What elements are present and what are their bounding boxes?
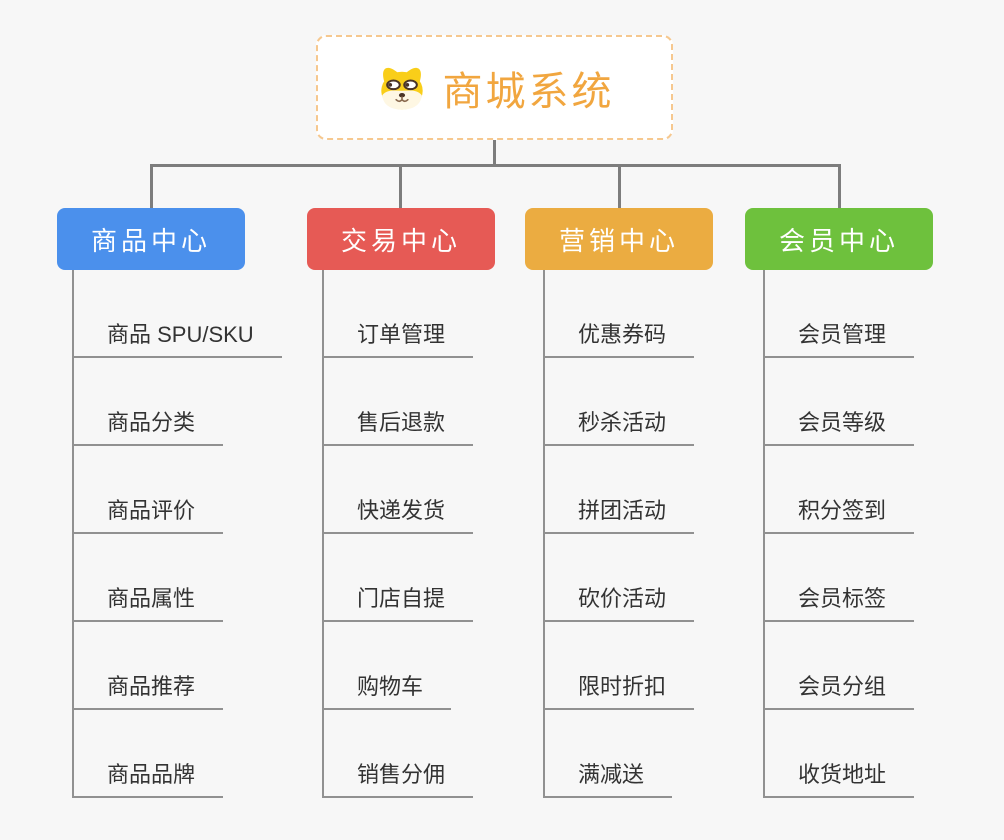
branch-node-member-center[interactable]: 会员中心 <box>745 208 933 270</box>
child-node[interactable]: 快递发货 <box>324 493 474 534</box>
child-node[interactable]: 会员分组 <box>765 669 915 710</box>
connector-rail <box>150 164 840 167</box>
child-node[interactable]: 优惠券码 <box>545 317 695 358</box>
child-node[interactable]: 拼团活动 <box>545 493 695 534</box>
child-node[interactable]: 商品品牌 <box>74 757 224 798</box>
child-node[interactable]: 满减送 <box>545 757 673 798</box>
child-node[interactable]: 商品属性 <box>74 581 224 622</box>
branch-children-trade-center: 订单管理 售后退款 快递发货 门店自提 购物车 销售分佣 <box>322 270 474 798</box>
connector-drop-marketing <box>618 164 621 208</box>
branch-children-marketing-center: 优惠券码 秒杀活动 拼团活动 砍价活动 限时折扣 满减送 <box>543 270 695 798</box>
dog-face-icon <box>380 67 423 110</box>
child-node[interactable]: 商品 SPU/SKU <box>74 317 282 358</box>
branch-children-product-center: 商品 SPU/SKU 商品分类 商品评价 商品属性 商品推荐 商品品牌 <box>72 270 282 798</box>
child-node[interactable]: 会员标签 <box>765 581 915 622</box>
child-node[interactable]: 订单管理 <box>324 317 474 358</box>
root-node-title: 商城系统 <box>442 69 615 114</box>
child-node[interactable]: 秒杀活动 <box>545 405 695 446</box>
branch-children-member-center: 会员管理 会员等级 积分签到 会员标签 会员分组 收货地址 <box>763 270 915 798</box>
child-node[interactable]: 购物车 <box>324 669 452 710</box>
connector-drop-member <box>838 164 841 208</box>
child-node[interactable]: 销售分佣 <box>324 757 474 798</box>
connector-drop-trade <box>399 164 402 208</box>
child-node[interactable]: 商品评价 <box>74 493 224 534</box>
child-node[interactable]: 售后退款 <box>324 405 474 446</box>
root-node[interactable]: 商城系统 <box>316 35 673 140</box>
branch-node-product-center[interactable]: 商品中心 <box>57 208 245 270</box>
branch-node-trade-center[interactable]: 交易中心 <box>307 208 495 270</box>
child-node[interactable]: 限时折扣 <box>545 669 695 710</box>
child-node[interactable]: 积分签到 <box>765 493 915 534</box>
child-node[interactable]: 商品分类 <box>74 405 224 446</box>
connector-root-stub <box>493 140 496 167</box>
child-node[interactable]: 会员等级 <box>765 405 915 446</box>
child-node[interactable]: 收货地址 <box>765 757 915 798</box>
child-node[interactable]: 会员管理 <box>765 317 915 358</box>
child-node[interactable]: 商品推荐 <box>74 669 224 710</box>
branch-node-marketing-center[interactable]: 营销中心 <box>525 208 713 270</box>
connector-drop-product <box>150 164 153 208</box>
child-node[interactable]: 门店自提 <box>324 581 474 622</box>
child-node[interactable]: 砍价活动 <box>545 581 695 622</box>
